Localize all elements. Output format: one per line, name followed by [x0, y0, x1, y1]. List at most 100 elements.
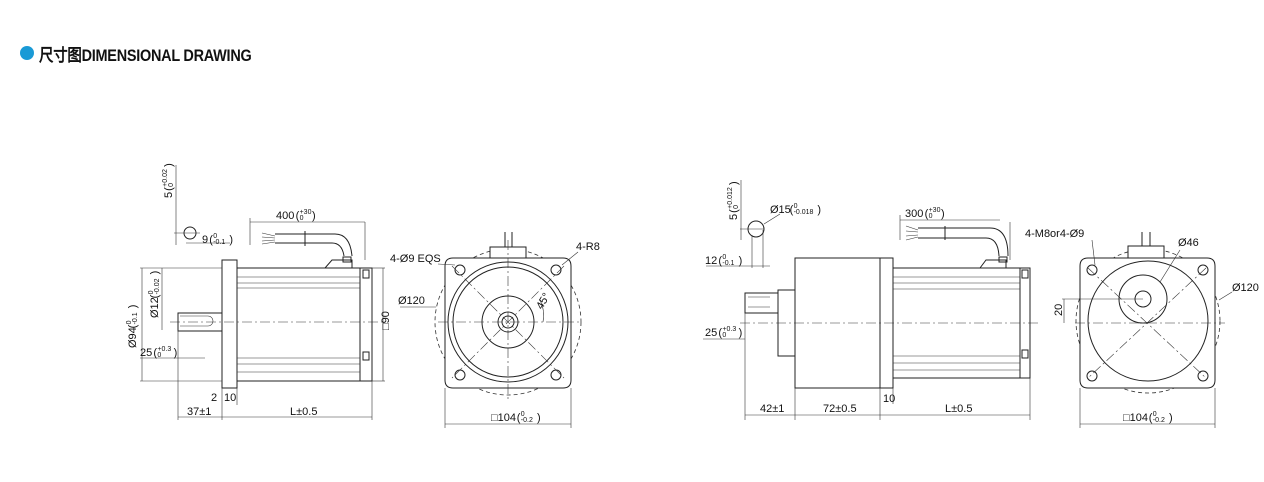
dimension-shaft-length: 37±1 [187, 406, 211, 418]
tolerance-bracket: ( [149, 294, 161, 298]
tolerance-bracket: ( [163, 187, 175, 191]
tolerance-lower: -0.02 [154, 278, 161, 294]
tolerance-upper: +0.3 [157, 346, 171, 353]
tolerance-bracket: ) [817, 204, 821, 216]
dimension-flange-square: □104(0-0.2) [491, 411, 541, 424]
tolerance-bracket: ) [537, 412, 541, 424]
tolerance-lower: -0.1 [132, 312, 139, 324]
tolerance-bracket: ) [1169, 412, 1173, 424]
dimension-value: 25 [705, 327, 717, 339]
dimension-pilot-dia: Ø94(0-0.1) [126, 305, 139, 348]
tolerance-upper: 0 [794, 203, 798, 210]
dimension-value: 12 [705, 255, 717, 267]
tolerance-bracket: ) [728, 181, 740, 185]
tolerance-bracket: ( [728, 209, 740, 213]
tolerance-upper: +0.012 [727, 187, 734, 209]
dimension-value: 5 [728, 214, 740, 220]
dimension-value: 4-M8or4-Ø9 [1025, 228, 1084, 240]
dimension-value: 72±0.5 [823, 403, 857, 415]
tolerance-lower: 0 [929, 213, 933, 220]
motor-front-view [400, 232, 582, 428]
dimension-value: □104 [491, 412, 516, 424]
tolerance-upper: +0.02 [162, 169, 169, 187]
tolerance-bracket: ) [312, 210, 316, 222]
dimension-value: Ø120 [1232, 282, 1259, 294]
tolerance-lower: -0.1 [722, 260, 734, 267]
dimension-cable-length: 300(+300) [905, 207, 945, 220]
dimension-value: 10 [883, 393, 895, 405]
tolerance-bracket: ( [790, 204, 794, 216]
dimension-value: □90 [380, 311, 392, 330]
dimension-value: 4-Ø9 EQS [390, 253, 441, 265]
tolerance-bracket: ) [163, 163, 175, 167]
dimension-flange-thk: 10 [224, 392, 236, 404]
tolerance-upper: 0 [521, 411, 525, 418]
motor-side-view [140, 165, 385, 420]
dimension-key-depth: 9(0-0.1) [202, 233, 233, 246]
dimension-pcd: Ø120 [1232, 282, 1259, 294]
tolerance-upper: +0.3 [722, 326, 736, 333]
tolerance-bracket: ) [174, 347, 178, 359]
tolerance-lower: -0.2 [1153, 417, 1165, 424]
tolerance-upper: 0 [1153, 411, 1157, 418]
dimension-value: Ø15 [770, 204, 791, 216]
dimension-value: L±0.5 [945, 403, 972, 415]
dimension-value: 42±1 [760, 403, 784, 415]
tolerance-lower: 0 [733, 205, 740, 209]
tolerance-lower: 0 [300, 215, 304, 222]
tolerance-lower: 0 [168, 183, 175, 187]
dimension-value: L±0.5 [290, 406, 317, 418]
tolerance-bracket: ( [718, 327, 722, 339]
tolerance-bracket: ( [718, 255, 722, 267]
tolerance-lower: -0.2 [521, 417, 533, 424]
dimension-value: 20 [1053, 304, 1065, 316]
dimension-key-length: 25(+0.30) [140, 346, 177, 359]
tolerance-bracket: ( [1149, 412, 1153, 424]
tolerance-bracket: ( [209, 234, 213, 246]
tolerance-bracket: ) [739, 255, 743, 267]
tolerance-lower: 0 [157, 352, 161, 359]
tolerance-upper: 0 [213, 233, 217, 240]
tolerance-bracket: ( [925, 208, 929, 220]
tolerance-upper: 0 [722, 254, 726, 261]
dimension-value: 5 [163, 192, 175, 198]
dimension-cable-length: 400(+300) [276, 209, 316, 222]
dimension-value: Ø12 [149, 297, 161, 318]
tolerance-upper: 0 [148, 290, 155, 294]
tolerance-bracket: ( [296, 210, 300, 222]
gearmotor-front-view [1062, 232, 1233, 428]
tolerance-upper: +30 [929, 207, 941, 214]
tolerance-bracket: ( [127, 324, 139, 328]
dimension-pcd: Ø120 [398, 295, 425, 307]
dimension-value: Ø46 [1178, 237, 1199, 249]
dimension-flange-square: □104(0-0.2) [1123, 411, 1173, 424]
dimension-shaft-dia: Ø15(0-0.018) [770, 203, 821, 216]
tolerance-lower: 0 [722, 332, 726, 339]
dimension-value: 9 [202, 234, 208, 246]
dimension-key-depth: 12(0-0.1) [705, 254, 742, 267]
tolerance-bracket: ) [739, 327, 743, 339]
dimension-value: Ø94 [127, 327, 139, 348]
dimension-boss-dia: Ø46 [1178, 237, 1199, 249]
dimension-value: 10 [224, 392, 236, 404]
dimension-flange-thk: 10 [883, 393, 895, 405]
dimension-value: 37±1 [187, 406, 211, 418]
tolerance-bracket: ) [149, 271, 161, 275]
tolerance-bracket: ) [127, 305, 139, 309]
tolerance-bracket: ( [517, 412, 521, 424]
tolerance-lower: -0.1 [213, 239, 225, 246]
dimension-value: 25 [140, 347, 152, 359]
dimension-shaft-dia: Ø12(0-0.02) [148, 271, 161, 318]
dimension-body-length: L±0.5 [945, 403, 972, 415]
tolerance-lower: -0.018 [794, 209, 814, 216]
dimension-value: 2 [211, 392, 217, 404]
tolerance-bracket: ) [941, 208, 945, 220]
dimension-value: 300 [905, 208, 923, 220]
tolerance-bracket: ( [153, 347, 157, 359]
dimension-body-square: □90 [380, 311, 392, 330]
gearmotor-side-view [703, 180, 1040, 420]
dimension-value: □104 [1123, 412, 1148, 424]
dimension-shaft-offset: 20 [1053, 304, 1065, 316]
dimension-mount-holes: 4-Ø9 EQS [390, 253, 441, 265]
